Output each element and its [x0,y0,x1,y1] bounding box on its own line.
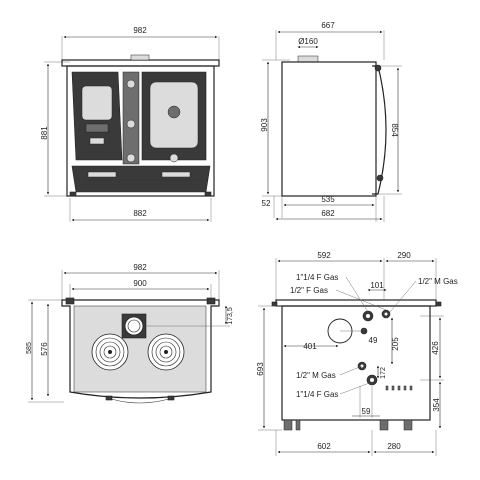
rear-dim-205-label: 205 [391,337,400,351]
rear-label-half-f-gas: 1/2" F Gas [290,286,328,295]
side-rear-offset-label: 52 [262,199,271,208]
rear-foot-2 [295,419,301,431]
top-flue-circle [124,316,144,336]
rear-foot-3 [379,419,389,431]
rear-width-bottom-right-label: 280 [387,442,401,451]
top-view: 982 900 585 576 173,5 [26,263,234,404]
door-handle [89,137,105,145]
oven-knob [169,153,179,163]
side-depth-label: 667 [321,21,335,30]
side-height-rear-label: 903 [260,118,269,132]
rear-width-bottom-left-label: 602 [317,442,331,451]
ash-vent [85,123,109,133]
control-knob-top [126,79,136,89]
top-width-label: 982 [133,263,147,272]
flue-diameter-label: Ø160 [298,37,318,46]
center-column [122,71,140,165]
top-inner-label: 900 [133,279,147,288]
top-rail-end-right [206,297,216,305]
hotplate-right [147,333,185,371]
drawer-handle-right [161,171,191,178]
top-cooktop-outline [61,299,220,399]
control-knob-mid [126,119,136,129]
rear-width-right-label: 290 [397,251,411,260]
rear-dim-693-label: 693 [256,362,265,376]
front-base-label: 882 [133,209,147,218]
top-flue-offset-label: 173,5 [227,307,234,325]
side-height-front-label: 854 [390,123,399,137]
front-height-label: 881 [40,126,49,140]
side-rail-bracket-top [374,64,382,72]
rear-vent-slots [385,385,413,391]
rear-dim-101-label: 101 [370,281,384,290]
rear-dim-59-label: 59 [362,407,371,416]
front-body [66,65,215,197]
front-view: 982 881 882 [40,26,220,222]
rear-label-half-m-gas-bottom: 1/2" M Gas [296,371,336,380]
rear-foot-4 [403,419,413,431]
oven-thermometer [167,105,181,119]
drawer-handle-left [87,171,117,178]
side-view: 667 Ø160 903 854 52 535 682 [260,21,402,222]
rear-top-rail [275,299,437,307]
foot-left [69,191,77,197]
rear-dim-172-label: 172 [380,367,387,379]
side-rail-bracket-bottom [376,174,384,182]
rear-dim-49-label: 49 [369,336,378,345]
control-knob-bottom [126,153,136,163]
rear-label-f-gas-bottom: 1"1/4 F Gas [296,390,338,399]
side-flue-collar [297,55,319,63]
rear-dim-354-label: 354 [432,398,441,412]
plinth-drawer [71,165,211,193]
foot-right [204,191,212,197]
rear-view: 592 290 1"1/4 F [256,251,458,456]
side-body [281,61,377,197]
rear-dim-401-label: 401 [303,342,317,351]
rear-dim-426-label: 426 [431,341,440,355]
rear-foot-1 [283,419,293,431]
front-top-rail [61,59,220,67]
front-width-label: 982 [133,26,147,35]
top-depth-outer-label: 585 [26,342,33,354]
side-depth-total-label: 682 [321,209,335,218]
hotplate-left [91,333,129,371]
top-front-rail [107,397,173,404]
side-depth-mid-label: 535 [321,195,335,204]
front-flue-collar [130,54,150,61]
rear-label-f-gas-top: 1"1/4 F Gas [296,273,338,282]
side-handrail [372,65,387,195]
top-depth-inner-label: 576 [40,342,49,356]
rear-label-half-m-gas-top: 1/2" M Gas [418,277,458,286]
firebox-window [81,85,113,121]
rear-width-left-label: 592 [317,251,331,260]
top-rail-end-left [65,297,75,305]
rear-body [281,305,431,421]
